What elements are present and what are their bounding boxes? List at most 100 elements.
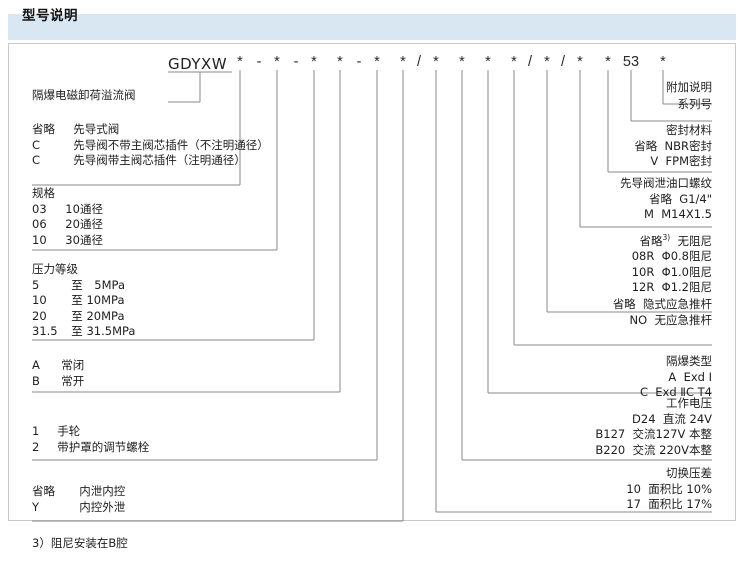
label-value: 直流 24V	[655, 411, 712, 426]
code-prefix: GDYXW	[168, 55, 228, 73]
label-key: C	[32, 153, 41, 167]
code-token-14: /	[527, 54, 533, 70]
label-row: 省略3) 无阻尼	[0, 230, 712, 249]
label-row: 5 至 5MPa	[32, 278, 135, 294]
footnote: 3）阻尼安装在B腔	[32, 536, 128, 550]
label-row: 20 至 20MPa	[32, 309, 135, 325]
label-value: 常开	[54, 373, 85, 388]
label-row: M M14X1.5	[0, 207, 712, 223]
code-token-20: *	[660, 54, 666, 70]
label-key: 17	[626, 497, 641, 511]
label-row: 密封材料	[0, 123, 712, 139]
label-value: 附加说明	[666, 80, 712, 94]
label-key: C	[639, 385, 648, 399]
code-token-13: *	[511, 54, 517, 70]
code-token-15: *	[544, 54, 550, 70]
label-key: 省略	[634, 138, 658, 153]
label-key: 08R	[631, 249, 655, 264]
label-row: B220 交流 220V本整	[0, 443, 712, 459]
label-row: B 常开	[32, 374, 84, 390]
label-key: 1	[32, 424, 40, 438]
label-row: 06 20通径	[32, 217, 103, 233]
label-value: 无应急推杆	[647, 312, 712, 327]
label-row: A Exd Ⅰ	[0, 370, 712, 386]
label-value: 10通径	[58, 201, 103, 216]
label-key: 省略3)	[639, 233, 671, 248]
label-row: C 先导阀不带主阀芯插件（不注明通径）	[32, 138, 269, 154]
label-value: 切换压差	[666, 466, 712, 480]
label-block-switching-pressure-differential: 切换压差 10 面积比 10%17 面积比 17%	[0, 466, 712, 513]
label-key: NO	[629, 312, 648, 327]
label-row: Y 内控外泄	[32, 500, 125, 516]
label-value: 先导式阀	[66, 122, 120, 136]
label-key: 06	[32, 217, 47, 231]
label-value: 至 10MPa	[64, 293, 125, 307]
label-value: 先导阀不带主阀芯插件（不注明通径）	[66, 137, 269, 152]
label-row: B127 交流127V 本整	[0, 427, 712, 443]
label-value: 内控外泄	[72, 499, 126, 514]
label-value: 工作电压	[666, 396, 712, 410]
label-value: Exd ⅡC T4	[647, 385, 712, 399]
label-row: 1 手轮	[32, 424, 149, 440]
code-token-19: 53	[622, 54, 640, 70]
label-value: 面积比 10%	[640, 481, 712, 496]
label-key: 省略	[612, 297, 636, 311]
label-key: 省略	[32, 122, 55, 136]
label-key: B127	[595, 427, 626, 441]
label-key: 31.5	[32, 324, 58, 338]
label-value: FPM密封	[658, 154, 713, 168]
label-key: 10	[32, 293, 47, 307]
label-value: 手轮	[50, 424, 81, 438]
label-value: 至 5MPa	[64, 277, 126, 292]
label-value: 隐式应急推杆	[635, 297, 712, 311]
page-title: 型号说明	[22, 8, 78, 24]
label-key: 5	[32, 277, 40, 292]
code-token-11: *	[459, 54, 465, 70]
label-row: 12R Φ1.2阻尼	[0, 280, 712, 296]
label-block-pilot-drain-thread: 先导阀泄油口螺纹省略 G1/4"M M14X1.5	[0, 176, 712, 223]
label-key: M	[644, 207, 654, 221]
label-row: 压力等级	[32, 262, 135, 278]
label-superscript: 3)	[662, 233, 671, 242]
label-value: 20通径	[58, 217, 103, 231]
label-block-additional-note: 附加说明	[0, 80, 712, 96]
label-key: B220	[595, 442, 626, 457]
label-key: A	[668, 369, 677, 384]
label-value: 交流 220V本整	[625, 442, 713, 457]
label-key: Y	[32, 499, 40, 514]
label-block-series-number: 系列号	[0, 97, 713, 113]
label-value: NBR密封	[657, 138, 713, 153]
label-row: A 常闭	[32, 358, 84, 374]
code-token-17: *	[577, 54, 583, 70]
label-key: 压力等级	[32, 262, 78, 276]
code-token-3: -	[293, 54, 299, 70]
code-token-6: -	[356, 54, 362, 70]
label-key: 20	[32, 308, 47, 323]
label-key: 2	[32, 439, 40, 454]
label-value: 隔爆类型	[666, 354, 712, 368]
label-key: D24	[632, 411, 656, 426]
label-value: 先导阀带主阀芯插件（注明通径）	[66, 153, 246, 167]
label-row: D24 直流 24V	[0, 412, 712, 428]
label-value: 内泄内控	[72, 484, 126, 498]
label-value: 先导阀泄油口螺纹	[620, 176, 712, 190]
label-key: 12R	[631, 280, 655, 295]
label-key: 规格	[32, 186, 55, 200]
label-row: 10R Φ1.0阻尼	[0, 265, 712, 281]
label-value: G1/4"	[671, 191, 712, 206]
label-row: 17 面积比 17%	[0, 497, 712, 513]
label-row: 03 10通径	[32, 202, 103, 218]
label-key: 03	[32, 201, 47, 216]
label-row: 08R Φ0.8阻尼	[0, 249, 712, 265]
label-row: 切换压差	[0, 466, 712, 482]
label-row: 10 面积比 10%	[0, 482, 712, 498]
label-row: 隔爆类型	[0, 354, 712, 370]
code-token-0: *	[237, 54, 243, 70]
diagram-frame	[8, 43, 736, 521]
label-row: 2 带护罩的调节螺栓	[32, 440, 149, 456]
